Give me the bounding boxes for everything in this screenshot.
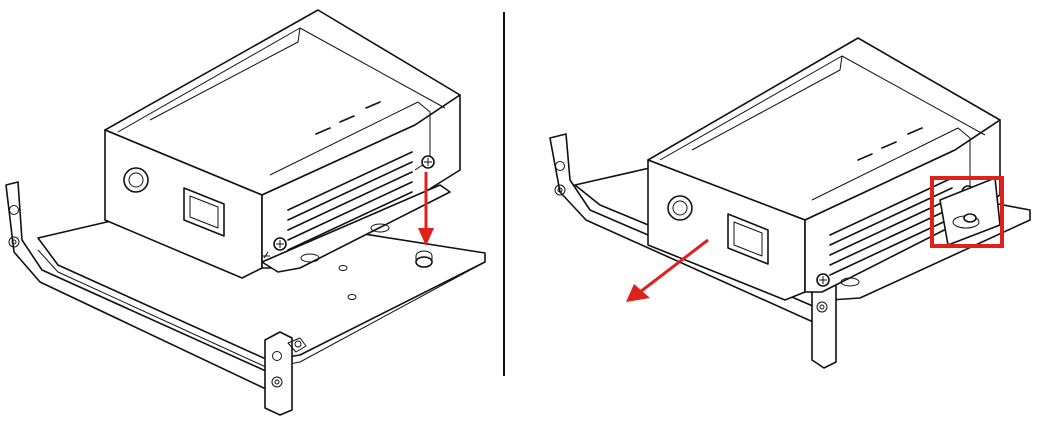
poe-device-right: [647, 37, 1001, 301]
arrow-down-left-panel: [418, 172, 434, 246]
highlight-box: [930, 176, 1004, 248]
left-panel: [5, 9, 486, 416]
poe-device-left: [104, 9, 461, 279]
mounting-bracket-left: [5, 181, 486, 416]
arrow-down-left-right-panel: [626, 238, 709, 302]
right-panel: [549, 37, 1031, 369]
